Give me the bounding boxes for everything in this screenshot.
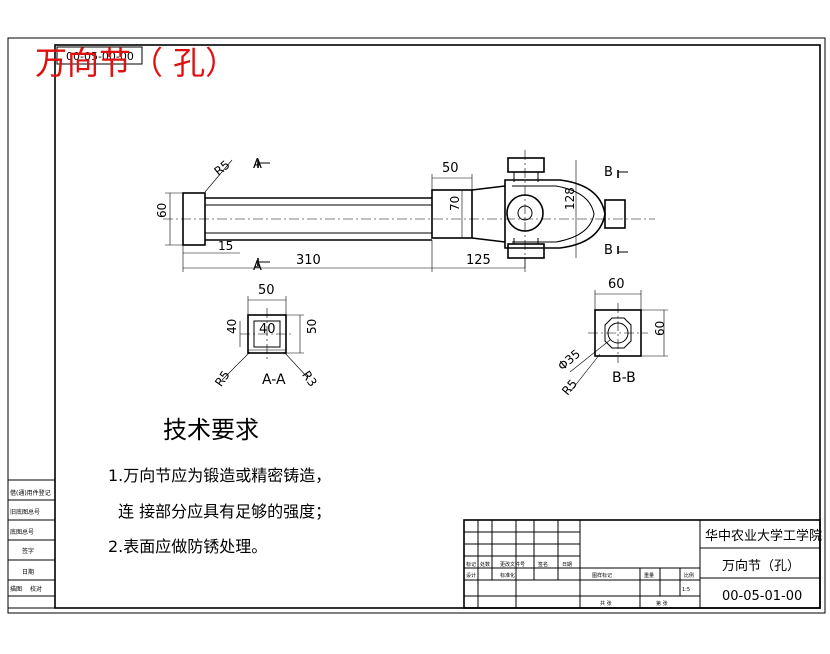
dim-128: 128	[563, 187, 577, 210]
aa-dim-40-inner: 40	[259, 322, 276, 337]
bb-dim-r5: R5	[559, 377, 580, 398]
bb-dim-60-right: 60	[653, 321, 667, 336]
bb-dim-60-top: 60	[608, 277, 625, 292]
section-a-top: A	[253, 157, 262, 172]
cross-cap-bottom	[507, 243, 545, 259]
section-bb-view: 60 60 Φ35 R5 B-B	[555, 277, 668, 398]
dim-15: 15	[218, 239, 233, 253]
tech-line-2: 连 接部分应具有足够的强度；	[118, 502, 331, 521]
tb-c5: 日期	[562, 562, 572, 568]
dim-310: 310	[296, 253, 321, 268]
tech-line-3: 2.表面应做防锈处理。	[108, 537, 267, 556]
tb-c16: 1:5	[682, 587, 690, 593]
tb-drawing-no: 00-05-01-00	[722, 589, 802, 604]
left-strip-r2: 旧底图总号	[10, 508, 40, 516]
code-box	[56, 46, 143, 65]
left-strip-r7: 校对	[30, 585, 42, 593]
tb-c4: 签名	[538, 561, 548, 568]
dim-70: 70	[448, 196, 462, 211]
aa-dim-50-top: 50	[258, 283, 275, 298]
dim-60-left: 60	[155, 203, 169, 218]
tb-c8: 图样标记	[592, 572, 612, 579]
tb-c2: 处数	[480, 561, 490, 568]
tb-c6: 设计	[466, 572, 476, 579]
yoke-body	[504, 179, 606, 249]
aa-r5: R5	[212, 368, 233, 389]
section-aa-view: 50 40 40 50 R5 R3 A-A	[212, 283, 320, 389]
dim-50-top: 50	[442, 161, 459, 176]
tb-c3: 更改文件号	[500, 561, 525, 568]
left-strip-r5: 日期	[22, 568, 34, 576]
section-b-bottom: B	[604, 243, 613, 258]
cross-cap-top	[507, 157, 545, 173]
yoke-ear-right	[604, 199, 626, 229]
tb-c7: 标准化	[500, 572, 515, 579]
bb-dim-d35: Φ35	[555, 347, 583, 374]
shaft-sleeve	[431, 189, 473, 239]
tb-c15: 第 张	[656, 600, 668, 607]
left-strip-r6: 描图	[10, 585, 22, 593]
inner-frame	[54, 44, 821, 609]
title-red: 万向节（ 孔）	[35, 44, 237, 82]
top-code: 00-05-00-00	[66, 50, 134, 63]
aa-dim-40-left: 40	[225, 319, 239, 334]
left-strip-r1: 借(通)用件登记	[10, 489, 51, 497]
left-strip: 借(通)用件登记 旧底图总号 底图总号 签字 日期 描图 校对	[7, 479, 56, 609]
section-b-top: B	[604, 165, 613, 180]
tech-line-1: 1.万向节应为锻造或精密铸造，	[108, 466, 331, 485]
outer-frame	[7, 37, 826, 614]
left-strip-r3: 底图总号	[10, 528, 34, 536]
dim-r5-top: R5	[211, 158, 232, 179]
dim-125: 125	[466, 253, 491, 268]
bb-spline-hole	[604, 317, 632, 349]
aa-dim-50-right: 50	[305, 319, 319, 334]
tb-c9: 重量	[644, 572, 654, 579]
tech-heading: 技术要求	[163, 416, 259, 444]
main-view: A A B B R5 60 15 310 125 50	[155, 150, 655, 274]
section-a-bottom: A	[253, 259, 262, 274]
left-strip-r4: 签字	[22, 547, 34, 555]
tb-c10: 比例	[684, 572, 694, 579]
bb-label: B-B	[612, 370, 636, 386]
aa-label: A-A	[262, 372, 286, 388]
tb-c14: 共 张	[600, 600, 612, 607]
tb-school: 华中农业大学工学院	[705, 528, 822, 544]
tb-c1: 标记	[466, 561, 476, 568]
tb-part-name: 万向节（孔）	[722, 558, 800, 574]
title-block: 标记 处数 更改文件号 签名 日期 设计 标准化 图样标记 重量 比例 1:5 …	[463, 519, 822, 609]
